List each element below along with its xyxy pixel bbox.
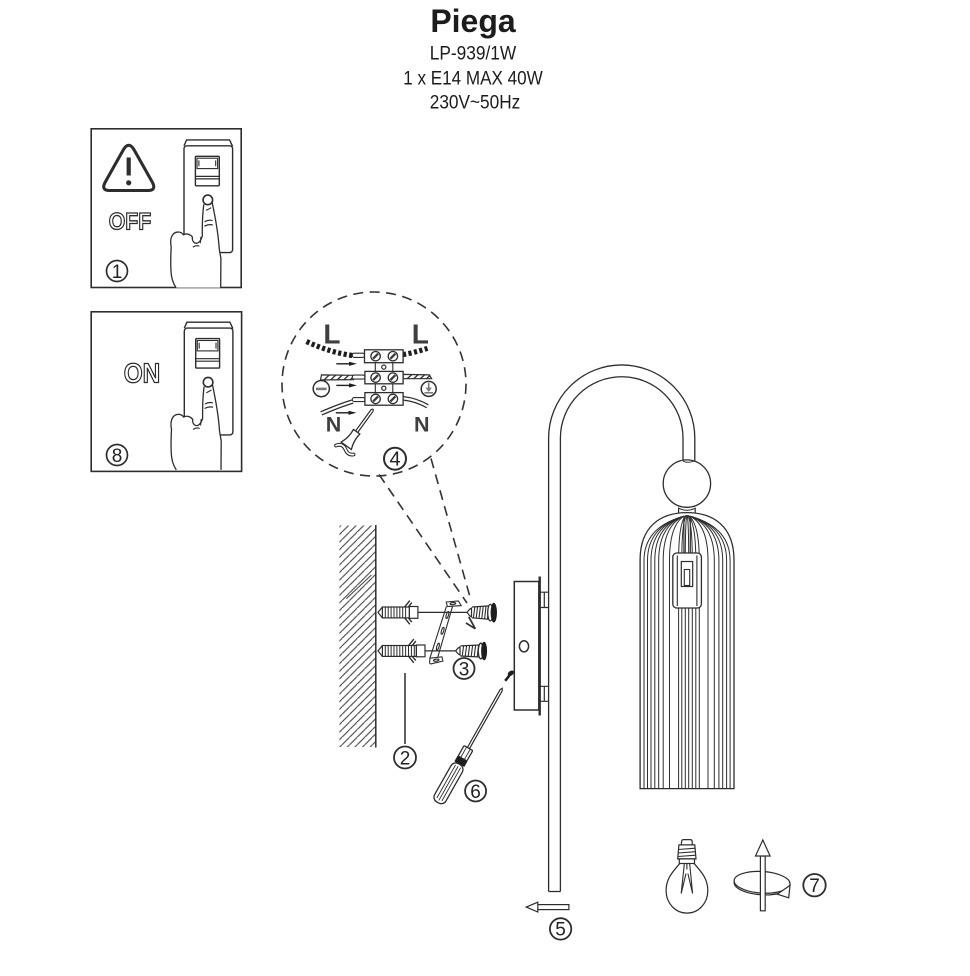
svg-text:ON: ON	[124, 358, 161, 389]
svg-text:N: N	[414, 413, 430, 437]
svg-text:3: 3	[459, 659, 470, 680]
svg-text:L: L	[323, 319, 340, 350]
svg-text:L: L	[412, 319, 429, 350]
svg-text:7: 7	[809, 876, 820, 897]
svg-text:5: 5	[555, 920, 566, 941]
svg-text:1 x E14 MAX 40W: 1 x E14 MAX 40W	[403, 68, 543, 89]
svg-text:1: 1	[112, 262, 123, 283]
svg-text:OFF: OFF	[109, 209, 152, 236]
svg-text:6: 6	[470, 782, 481, 803]
svg-text:Piega: Piega	[430, 3, 516, 39]
svg-text:8: 8	[112, 446, 123, 467]
svg-text:4: 4	[389, 449, 400, 471]
svg-text:N: N	[326, 413, 342, 437]
svg-text:230V~50Hz: 230V~50Hz	[430, 93, 521, 114]
svg-text:LP-939/1W: LP-939/1W	[430, 44, 517, 65]
svg-text:2: 2	[400, 749, 411, 770]
